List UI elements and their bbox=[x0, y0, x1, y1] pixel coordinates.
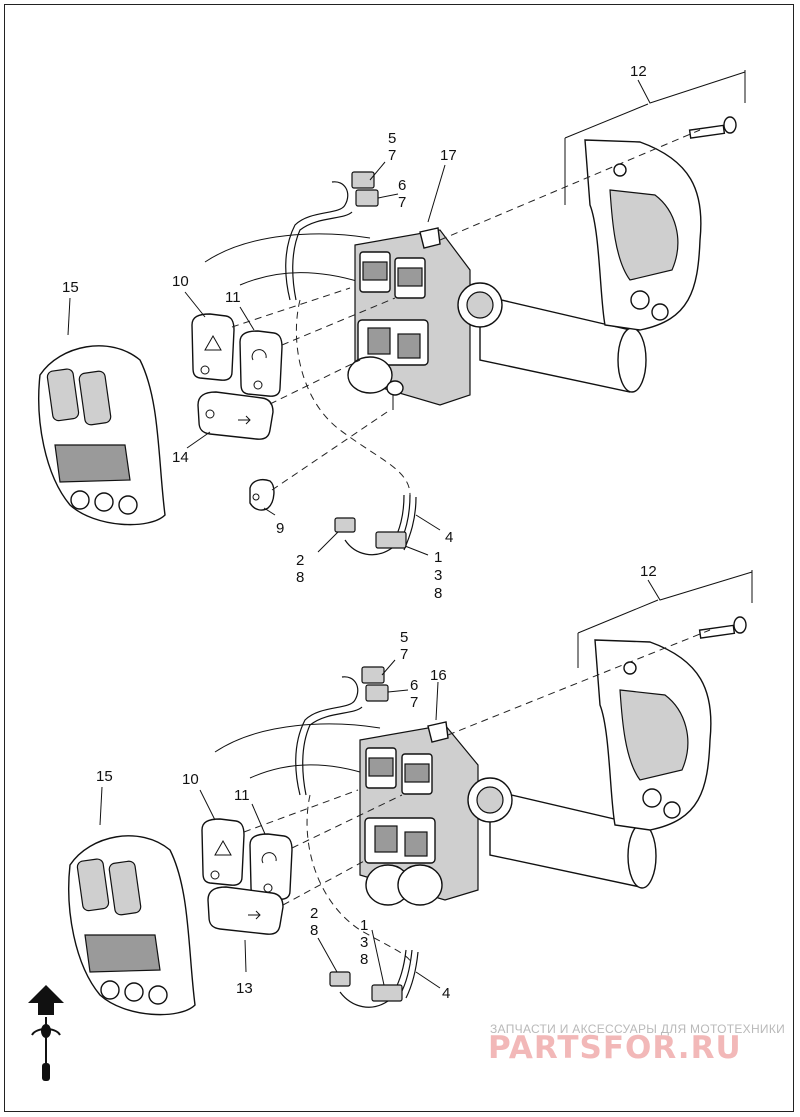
upper-assembly-line-4 bbox=[269, 359, 361, 405]
lower-assembly-line-3 bbox=[291, 794, 403, 849]
upper-assembly: 12 5 7 17 6 7 15 10 11 14 9 4 2 8 1 3 8 bbox=[38, 63, 746, 602]
drawing-frame bbox=[4, 4, 794, 1112]
callout-1: 1 bbox=[434, 549, 442, 566]
lower-start-switch-cap bbox=[249, 833, 293, 900]
callout-11-lower: 11 bbox=[234, 787, 250, 804]
callout-7b: 7 bbox=[398, 194, 406, 211]
callout-6-lower: 6 bbox=[410, 677, 418, 694]
lower-assembly: 12 5 7 16 6 7 15 10 11 2 8 1 3 8 13 4 bbox=[68, 563, 753, 1016]
callout-11: 11 bbox=[225, 289, 241, 306]
lower-assembly-line-2 bbox=[243, 789, 359, 833]
upper-assembly-line-2 bbox=[231, 287, 351, 328]
upper-turn-signal-switch-cap bbox=[197, 391, 274, 440]
lower-leader-lines bbox=[99, 570, 753, 989]
callout-5: 5 bbox=[388, 130, 396, 147]
upper-hazard-switch-cap bbox=[191, 313, 235, 381]
callout-8b-lower: 8 bbox=[360, 951, 368, 968]
upper-button bbox=[249, 479, 275, 511]
callout-12-lower: 12 bbox=[640, 563, 657, 580]
callout-8-lower: 8 bbox=[310, 922, 318, 939]
callout-6: 6 bbox=[398, 177, 406, 194]
upper-assembly-line-3 bbox=[281, 297, 396, 346]
callout-15-lower: 15 bbox=[96, 768, 113, 785]
callout-2: 2 bbox=[296, 552, 304, 569]
callout-7b-lower: 7 bbox=[410, 694, 418, 711]
callout-3-lower: 3 bbox=[360, 934, 368, 951]
callout-7-lower: 7 bbox=[400, 646, 408, 663]
callout-3: 3 bbox=[434, 567, 442, 584]
callout-7: 7 bbox=[388, 147, 396, 164]
callout-8b: 8 bbox=[434, 585, 442, 602]
callout-10: 10 bbox=[172, 273, 189, 290]
upper-switch-housing bbox=[347, 227, 503, 410]
upper-start-switch-cap bbox=[239, 330, 283, 397]
lower-hazard-switch-cap bbox=[201, 818, 245, 886]
callout-10-lower: 10 bbox=[182, 771, 199, 788]
callout-2-lower: 2 bbox=[310, 905, 318, 922]
upper-leader-lines bbox=[67, 70, 746, 556]
upper-screw bbox=[688, 116, 737, 139]
callout-8: 8 bbox=[296, 569, 304, 586]
callout-1-lower: 1 bbox=[360, 917, 368, 934]
lower-screw bbox=[698, 616, 747, 639]
handlebar-upper-outline bbox=[204, 233, 371, 263]
callout-5-lower: 5 bbox=[400, 629, 408, 646]
lower-turn-signal-switch-cap bbox=[207, 886, 284, 935]
callout-9: 9 bbox=[276, 520, 284, 537]
lower-assembly-line-4 bbox=[282, 859, 367, 906]
callout-4: 4 bbox=[445, 529, 453, 546]
motorcycle-front-arrow-icon bbox=[28, 985, 64, 1081]
lower-switch-housing bbox=[359, 721, 513, 906]
callout-12: 12 bbox=[630, 63, 647, 80]
lower-lower-housing-cover bbox=[594, 639, 712, 831]
lower-wiring bbox=[295, 666, 419, 1008]
handlebar-upper-inner bbox=[239, 272, 361, 286]
upper-assembly-line-5 bbox=[271, 409, 391, 491]
handlebar-lower-inner bbox=[249, 764, 371, 779]
callout-15: 15 bbox=[62, 279, 79, 296]
callout-17: 17 bbox=[440, 147, 457, 164]
handlebar-lower-outline bbox=[214, 723, 381, 753]
upper-upper-housing-cover bbox=[38, 345, 166, 526]
callout-14: 14 bbox=[172, 449, 189, 466]
callout-16-lower: 16 bbox=[430, 667, 447, 684]
watermark-logo: PARTSFOR.RU bbox=[488, 1030, 742, 1066]
callout-13-lower: 13 bbox=[236, 980, 253, 997]
callout-4-lower: 4 bbox=[442, 985, 450, 1002]
watermark-tagline: ЗАПЧАСТИ И АКСЕССУАРЫ ДЛЯ МОТОТЕХНИКИ bbox=[490, 1022, 786, 1036]
upper-handgrip bbox=[479, 294, 647, 393]
lower-upper-housing-cover bbox=[68, 835, 196, 1016]
upper-lower-housing-cover bbox=[584, 139, 702, 331]
lower-handgrip bbox=[489, 789, 657, 889]
